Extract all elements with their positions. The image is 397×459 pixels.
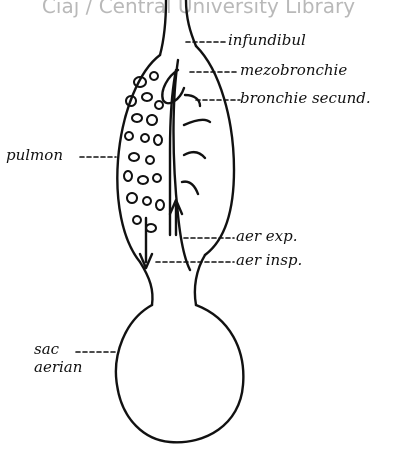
label-infundibul: infundibul (228, 33, 306, 48)
secondary-bronchus-3 (184, 152, 205, 158)
label-aer-insp: aer insp. (236, 253, 302, 268)
lung-outline-right (196, 46, 234, 255)
label-mezobronchie: mezobronchie (240, 63, 347, 78)
secondary-bronchus-4 (182, 182, 198, 194)
label-sac-line1: sac (34, 342, 59, 357)
secondary-bronchus-2 (184, 120, 210, 125)
label-pulmon: pulmon (6, 148, 63, 163)
label-bronchie-secund: bronchie secund. (240, 91, 371, 106)
label-aer-exp: aer exp. (236, 229, 297, 244)
air-sac-outline (116, 305, 243, 442)
trachea-right-wall (186, 0, 196, 46)
lung-alveoli (124, 72, 164, 232)
label-sac-line2: aerian (34, 360, 82, 375)
trachea-left-wall (160, 0, 166, 55)
